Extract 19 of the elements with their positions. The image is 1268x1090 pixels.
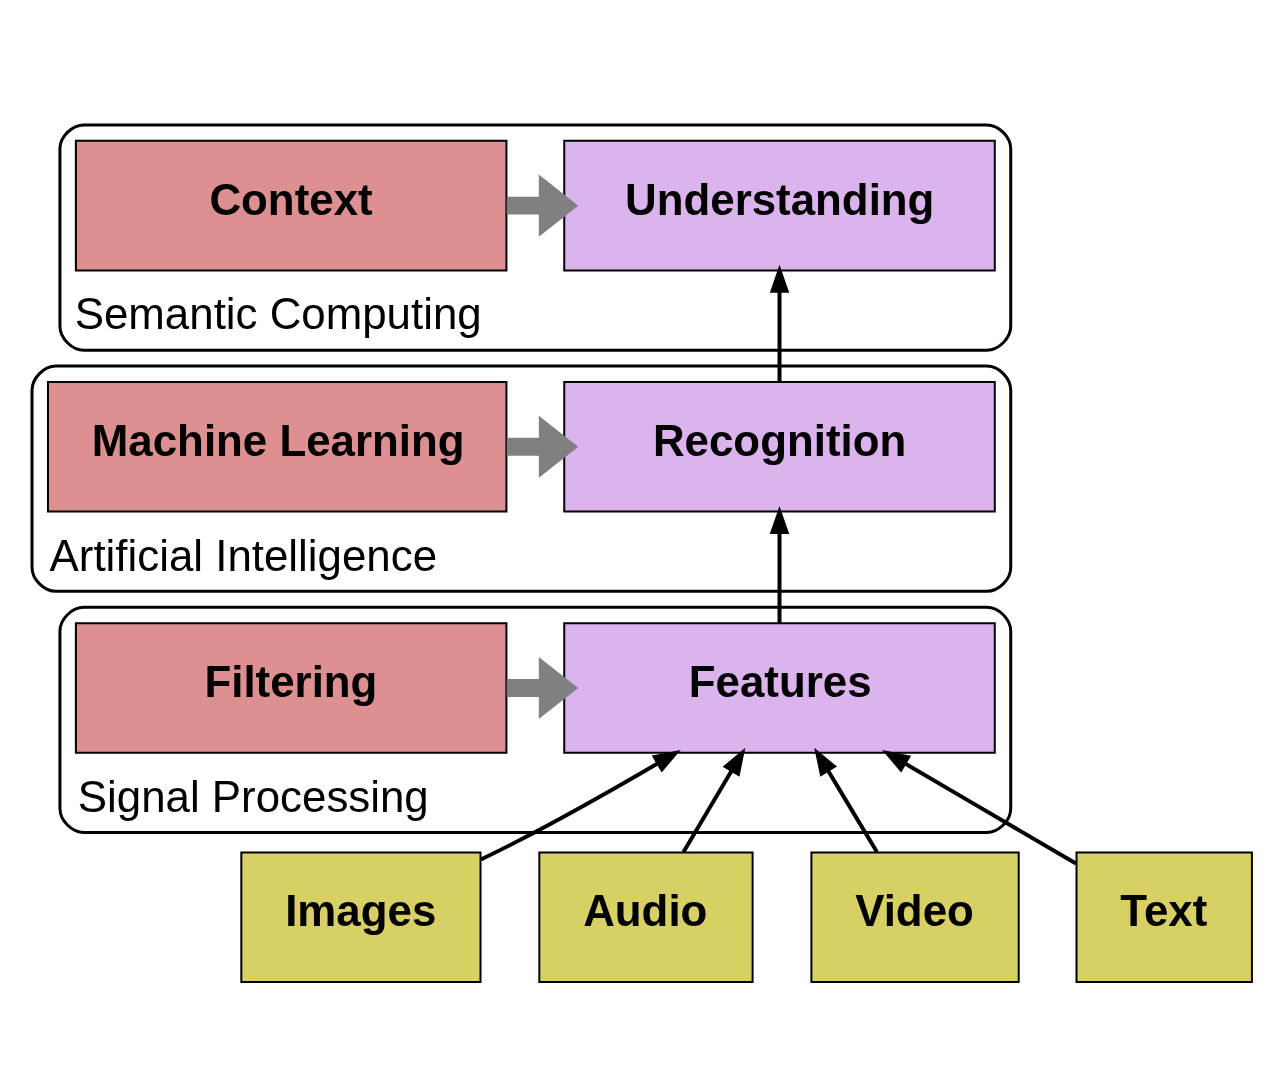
node-box: Images [240, 850, 482, 983]
arrow [506, 656, 579, 719]
node-box: Recognition [563, 380, 996, 513]
node-box: Context [74, 139, 508, 271]
arrow [882, 749, 1077, 865]
arrow [506, 415, 579, 478]
node-box: Understanding [563, 139, 996, 271]
arrow [814, 747, 879, 853]
node-box: Machine Learning [47, 380, 508, 513]
arrow [480, 749, 681, 861]
arrow [506, 174, 579, 237]
arrow [769, 505, 790, 623]
node-box: Audio [538, 850, 754, 983]
arrow [681, 747, 746, 853]
node-box: Text [1075, 850, 1253, 983]
node-box: Filtering [74, 621, 508, 754]
arrow [769, 264, 790, 382]
node-box: Video [810, 850, 1020, 983]
node-box: Features [563, 621, 996, 754]
